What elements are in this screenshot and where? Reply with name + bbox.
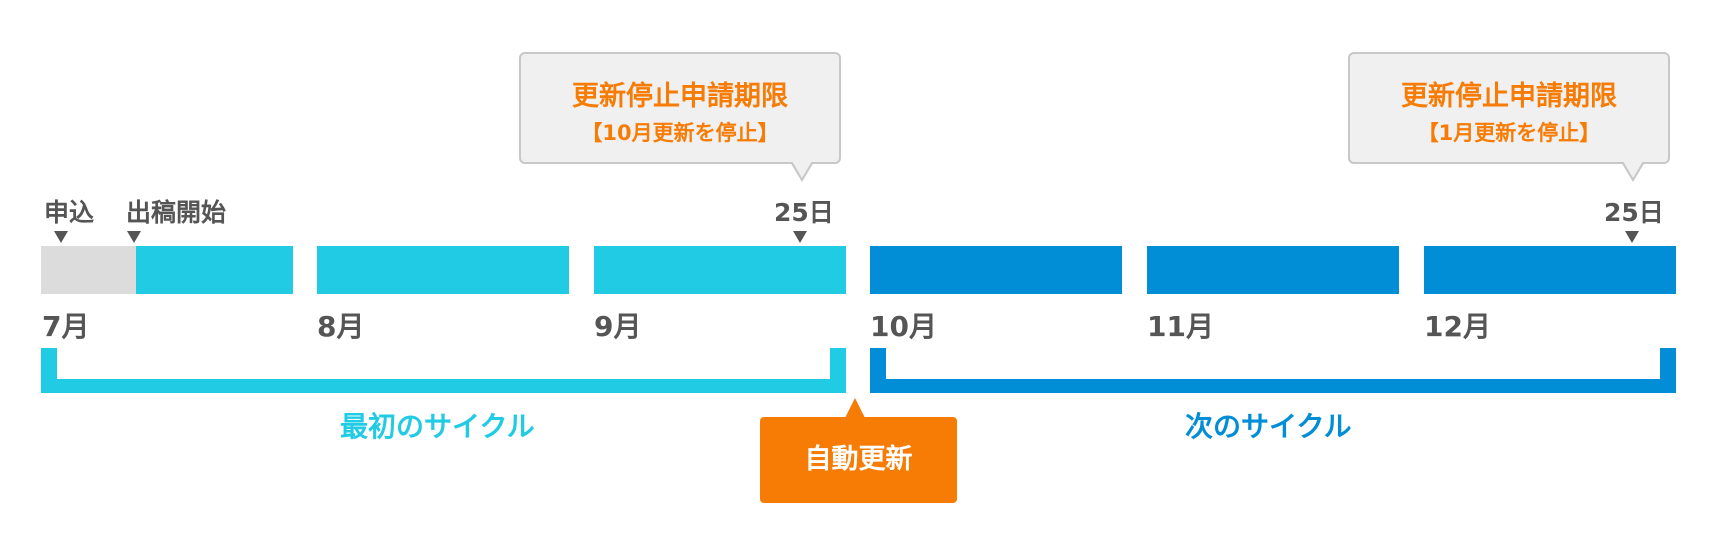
callout-title: 更新停止申請期限 — [572, 81, 788, 112]
deadline-callout-first: 更新停止申請期限 【10月更新を停止】 — [519, 52, 841, 164]
day-25-marker-icon — [793, 231, 807, 243]
callout-subtitle: 【10月更新を停止】 — [581, 121, 779, 145]
apply-marker-icon — [54, 231, 68, 243]
day-25-marker-icon — [1625, 231, 1639, 243]
month-label: 8月 — [317, 310, 365, 343]
month-label: 12月 — [1424, 310, 1491, 343]
day-25-label: 25日 — [1604, 198, 1664, 227]
callout-pointer-fill — [792, 161, 812, 178]
callout-pointer-fill — [1623, 161, 1643, 178]
next-cycle-label: 次のサイクル — [1185, 410, 1352, 443]
apply-label: 申込 — [44, 198, 95, 227]
callout-subtitle: 【1月更新を停止】 — [1417, 121, 1601, 145]
pre-start-bar — [41, 246, 136, 294]
month-label: 10月 — [870, 310, 937, 343]
next-cycle-bracket — [870, 348, 1676, 393]
month-bar-august — [317, 246, 569, 294]
callout-title: 更新停止申請期限 — [1401, 81, 1617, 112]
start-marker-icon — [127, 231, 141, 243]
month-label: 7月 — [42, 310, 90, 343]
month-bar-october — [870, 246, 1122, 294]
day-25-label: 25日 — [774, 198, 834, 227]
start-label: 出稿開始 — [126, 198, 227, 227]
first-cycle-bracket — [41, 348, 846, 393]
month-label: 11月 — [1147, 310, 1214, 343]
first-cycle-label: 最初のサイクル — [340, 410, 535, 443]
auto-renew-badge: 自動更新 — [760, 417, 957, 503]
month-label: 9月 — [594, 310, 642, 343]
month-bar-december — [1424, 246, 1676, 294]
month-bar-september — [594, 246, 846, 294]
auto-renew-pointer — [845, 398, 865, 418]
month-bar-july — [136, 246, 293, 294]
month-bar-november — [1147, 246, 1399, 294]
deadline-callout-next: 更新停止申請期限 【1月更新を停止】 — [1348, 52, 1670, 164]
